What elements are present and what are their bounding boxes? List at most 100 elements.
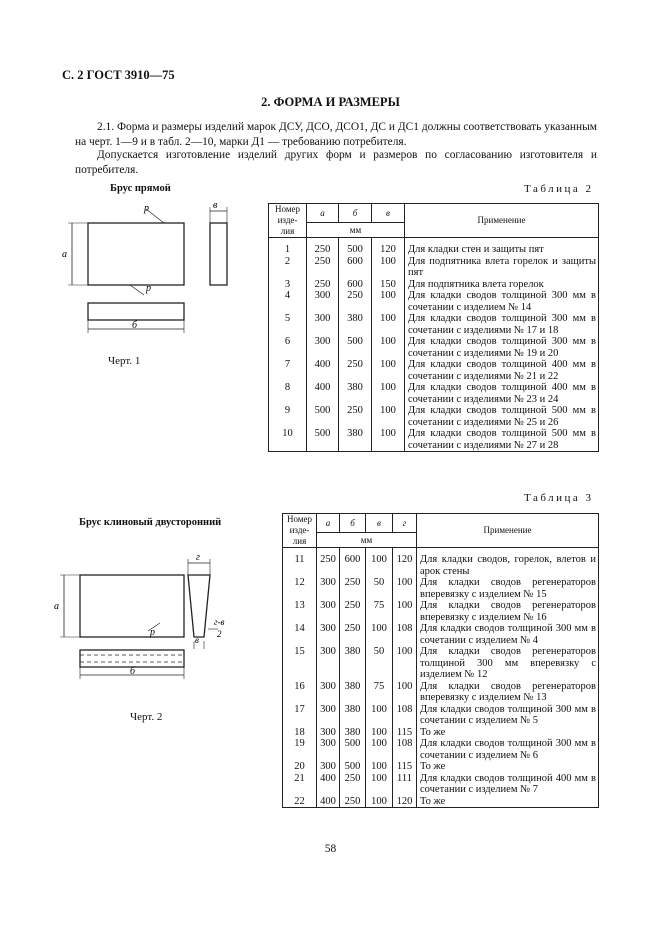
cell-app: Для кладки сводов толщиной 300 мм в соче… (416, 623, 599, 646)
cell-a: 300 (316, 600, 340, 623)
cell-v: 75 (365, 680, 393, 704)
cell-b: 250 (339, 795, 366, 808)
cell-app: Для кладки сводов толщиной 400 мм в соче… (404, 382, 599, 405)
cell-v: 100 (371, 405, 405, 428)
paragraph-2-1: 2.1. Форма и размеры изделий марок ДСУ, … (75, 121, 597, 148)
t3-header-num: Номер изде-лия (282, 513, 317, 548)
cell-num: 17 (282, 703, 317, 727)
paragraph-permission: Допускается изготовление изделий других … (75, 149, 597, 176)
cell-g: 120 (392, 547, 417, 577)
cell-b: 250 (339, 623, 366, 646)
cell-v: 100 (365, 623, 393, 646)
cell-num: 11 (282, 547, 317, 577)
cell-a: 500 (306, 428, 339, 452)
cell-g: 100 (392, 680, 417, 704)
t3-header-b: б (339, 513, 366, 533)
cell-v: 100 (365, 772, 393, 796)
cell-app: Для кладки сводов толщиной 400 мм в соче… (404, 359, 599, 382)
fig2-label-a: а (54, 601, 59, 612)
cell-v: 50 (365, 577, 393, 600)
cell-num: 14 (282, 623, 317, 646)
cell-b: 380 (339, 703, 366, 727)
cell-num: 6 (268, 336, 307, 359)
cell-b: 250 (339, 577, 366, 600)
cell-v: 100 (365, 703, 393, 727)
cell-a: 300 (316, 761, 340, 773)
figure2-caption: Черт. 2 (130, 711, 163, 723)
table2-title: Таблица 2 (524, 183, 594, 195)
cell-b: 380 (339, 680, 366, 704)
t3-header-a: а (316, 513, 340, 533)
cell-num: 5 (268, 313, 307, 336)
cell-num: 3 (268, 278, 307, 290)
cell-v: 100 (371, 382, 405, 405)
cell-num: 4 (268, 290, 307, 313)
cell-v: 100 (371, 290, 405, 313)
cell-b: 600 (338, 255, 372, 279)
cell-b: 500 (339, 738, 366, 761)
cell-a: 300 (316, 703, 340, 727)
cell-b: 500 (339, 761, 366, 773)
cell-app: Для кладки сводов толщиной 300 мм в соче… (416, 703, 599, 727)
cell-g: 108 (392, 738, 417, 761)
cell-num: 9 (268, 405, 307, 428)
cell-g: 120 (392, 795, 417, 808)
cell-v: 100 (365, 738, 393, 761)
cell-app: Для кладки сводов регенераторов толщиной… (416, 646, 599, 681)
cell-g: 100 (392, 646, 417, 681)
cell-v: 150 (371, 278, 405, 290)
cell-app: Для подпятника влета горелок (404, 278, 599, 290)
cell-v: 120 (371, 237, 405, 256)
figure1-drawing: а р р в б (62, 200, 228, 333)
cell-b: 250 (338, 359, 372, 382)
t3-header-units: мм (316, 532, 417, 548)
cell-a: 300 (316, 646, 340, 681)
cell-g: 100 (392, 577, 417, 600)
t2-header-b: б (338, 203, 372, 223)
cell-g: 115 (392, 726, 417, 738)
cell-num: 7 (268, 359, 307, 382)
figure2-title: Брус клиновый двусторонний (79, 517, 222, 528)
cell-app: Для кладки сводов толщиной 500 мм в соче… (404, 428, 599, 452)
t2-header-units: мм (306, 222, 405, 238)
cell-g: 100 (392, 600, 417, 623)
fig2-label-g-top: г (196, 552, 200, 563)
section-title: 2. ФОРМА И РАЗМЕРЫ (261, 95, 400, 109)
t3-header-v: в (365, 513, 393, 533)
cell-g: 115 (392, 761, 417, 773)
cell-app: То же (416, 761, 599, 773)
cell-app: Для кладки сводов толщиной 500 мм в соче… (404, 405, 599, 428)
cell-app: Для кладки стен и защиты пят (404, 237, 599, 256)
table3-title: Таблица 3 (524, 492, 594, 504)
cell-num: 2 (268, 255, 307, 279)
t2-header-app: Применение (404, 203, 599, 238)
cell-g: 108 (392, 623, 417, 646)
cell-b: 250 (339, 600, 366, 623)
cell-a: 300 (316, 623, 340, 646)
fig2-label-b: б (130, 666, 136, 677)
cell-app: То же (416, 795, 599, 808)
cell-b: 500 (338, 237, 372, 256)
fig2-label-g-minus-v: г-в (214, 617, 225, 627)
cell-app: Для кладки сводов толщиной 300 мм в соче… (404, 290, 599, 313)
fig2-label-g-half: 2 (217, 629, 222, 639)
cell-app: Для кладки сводов регенераторов вперевяз… (416, 680, 599, 704)
cell-a: 300 (316, 577, 340, 600)
cell-a: 500 (306, 405, 339, 428)
figure2-drawing: а р г в г-в 2 б (54, 552, 225, 679)
cell-v: 100 (371, 428, 405, 452)
cell-v: 100 (371, 313, 405, 336)
cell-a: 250 (306, 255, 339, 279)
